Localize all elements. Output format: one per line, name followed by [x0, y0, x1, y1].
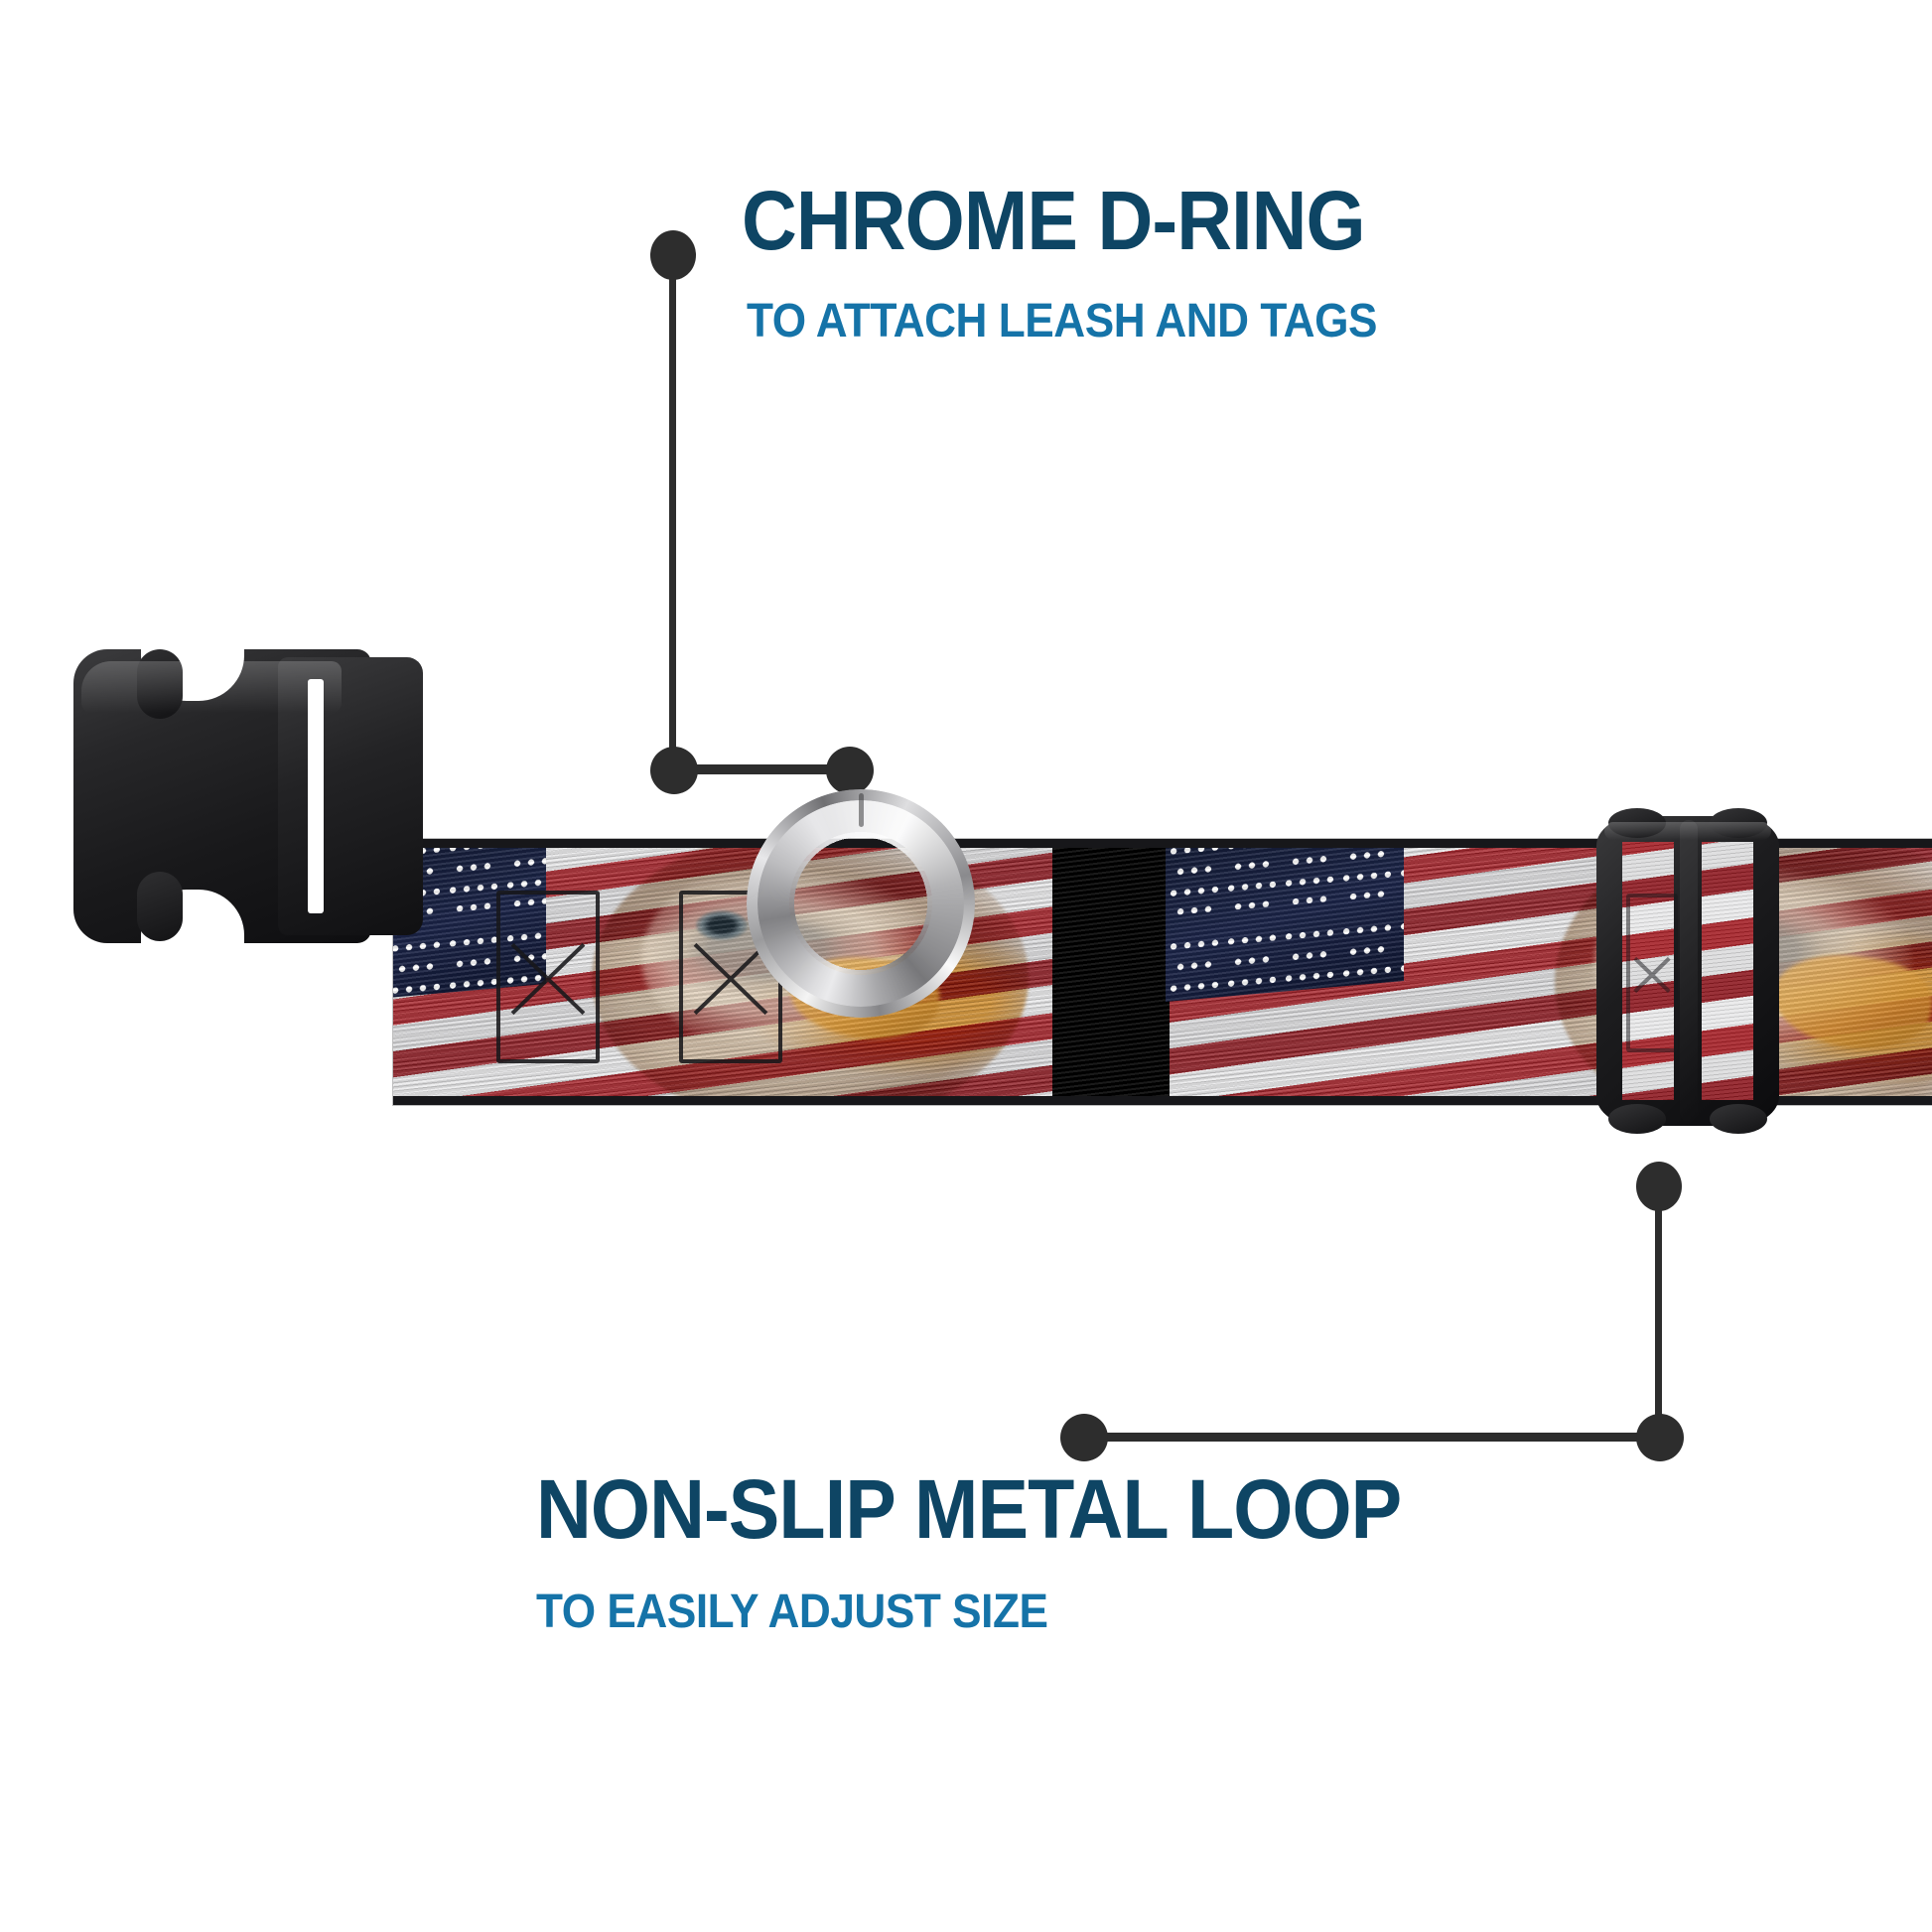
d-ring-seam [859, 793, 864, 827]
loop-lobe-bottom-right [1710, 1104, 1767, 1134]
leader-line-bottom-vertical [1655, 1191, 1662, 1438]
metal-loop-adjuster[interactable] [1596, 808, 1779, 1134]
stitch-box-left-outer [496, 891, 600, 1063]
buckle-webbing-frame [278, 657, 423, 935]
leader-line-top-vertical [669, 260, 676, 770]
callout-title-chrome-d-ring: CHROME D-RING [742, 174, 1366, 267]
side-release-buckle[interactable] [73, 635, 423, 955]
leader-line-top-horizontal [672, 764, 849, 774]
leader-line-bottom-horizontal [1082, 1433, 1658, 1442]
buckle-release-tab-bottom[interactable] [137, 872, 183, 941]
webbing-star-canton-middle [1166, 839, 1404, 1002]
webbing-edge-bottom [393, 1096, 1932, 1105]
leader-dot-bottom-elbow [1636, 1414, 1684, 1461]
buckle-webbing-slot [308, 679, 324, 913]
leader-dot-top-elbow [650, 747, 698, 794]
webbing-edge-top [393, 839, 1932, 848]
loop-lobe-bottom-left [1608, 1104, 1666, 1134]
leader-dot-bottom-target [1060, 1414, 1108, 1461]
webbing-black-band [1052, 839, 1170, 1105]
loop-center-bar [1680, 820, 1698, 1122]
buckle-release-tab-top[interactable] [137, 649, 183, 719]
callout-title-non-slip-metal-loop: NON-SLIP METAL LOOP [536, 1462, 1402, 1556]
leader-dot-top-target [826, 747, 874, 794]
callout-subtitle-non-slip-metal-loop: TO EASILY ADJUST SIZE [536, 1586, 1048, 1638]
stitch-box-right [1626, 894, 1678, 1052]
loop-lobe-top-left [1608, 808, 1666, 838]
callout-subtitle-chrome-d-ring: TO ATTACH LEASH AND TAGS [747, 295, 1377, 347]
d-ring-inner-band [758, 800, 964, 1007]
loop-lobe-top-right [1710, 808, 1767, 838]
chrome-d-ring[interactable] [747, 789, 975, 1018]
